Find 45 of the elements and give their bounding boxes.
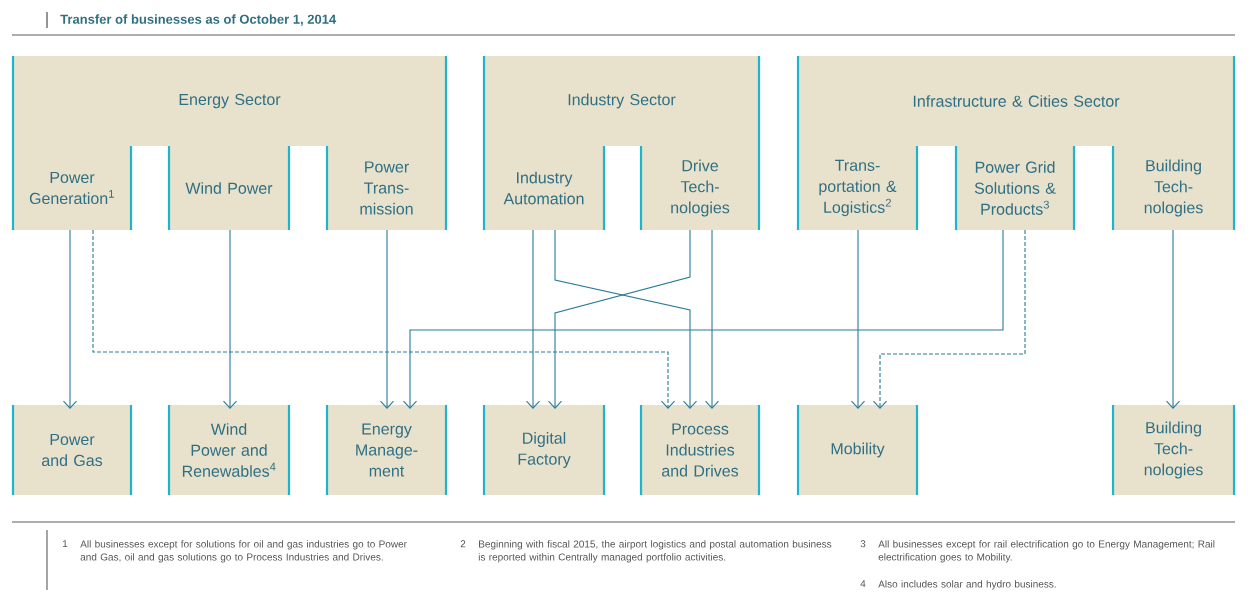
arrow (872, 229, 1026, 409)
business-box: Power Generation$^{1}$ (11, 146, 133, 230)
business-box: Building Tech- nologies (1111, 146, 1236, 230)
arrow (92, 229, 676, 409)
node-label: Power Trans- mission (360, 161, 413, 215)
footnote-number: 2 (460, 540, 466, 548)
business-box: Power and Gas (11, 405, 133, 495)
footnote: All businesses except for rail electrification go to Energy Management; Rail electrification goes to Mobility. (878, 540, 1215, 563)
footnote-number: 1 (62, 540, 68, 548)
business-box: Trans- portation & Logistics$^{2}$ (796, 146, 919, 230)
title: Transfer of businesses as of October 1, 2014 (60, 14, 337, 26)
business-box: Wind Power (167, 146, 291, 230)
business-box: Building Tech- nologies (1111, 405, 1236, 495)
footnote: Beginning with fiscal 2015, the airport logistics and postal automation business is reported within Centrally managed portfolio activities. (478, 540, 832, 563)
business-box: Energy Manage- ment (325, 405, 448, 495)
business-box: Power Trans- mission (325, 146, 448, 230)
footnote: Also includes solar and hydro business. (878, 580, 1056, 590)
node-label: Trans- portation & Logistics$^{2}$ (819, 159, 897, 217)
arrow (525, 229, 541, 409)
arrow (222, 229, 238, 409)
node-label: Drive Tech- nologies (671, 159, 730, 217)
business-box: Digital Factory (482, 405, 606, 495)
footnote-number: 4 (860, 580, 866, 588)
business-box: Drive Tech- nologies (639, 146, 761, 230)
node-label: Industry Automation (503, 171, 584, 205)
footnote: All businesses except for solutions for oil and gas industries go to Power and Gas, oil and gas solutions go to Process Industries and Drives. (80, 540, 407, 563)
arrow (850, 229, 866, 409)
arrow (704, 229, 720, 409)
business-box: Industry Automation (482, 146, 606, 230)
node-label: Infrastructure & Cities Sector (913, 95, 1120, 107)
arrow (402, 229, 1004, 409)
arrow (1165, 229, 1181, 409)
node-label: Energy Sector (179, 93, 281, 109)
arrow (379, 229, 395, 409)
business-box: Power Grid Solutions & Products$^{3}$ (954, 146, 1076, 230)
node-label: Industry Sector (568, 93, 676, 109)
node-label: Power Grid Solutions & Products$^{3}$ (974, 161, 1056, 215)
business-box: Mobility (796, 405, 919, 495)
footnote-number: 3 (860, 540, 866, 548)
node-label: Wind Power (185, 182, 273, 194)
business-box: Wind Power and Renewables$^{4}$ (167, 405, 291, 495)
node-label: Building Tech- nologies (1144, 159, 1203, 217)
arrow (62, 229, 78, 409)
node-label: Power Generation$^{1}$ (29, 171, 114, 205)
business-box: Process Industries and Drives (639, 405, 761, 495)
